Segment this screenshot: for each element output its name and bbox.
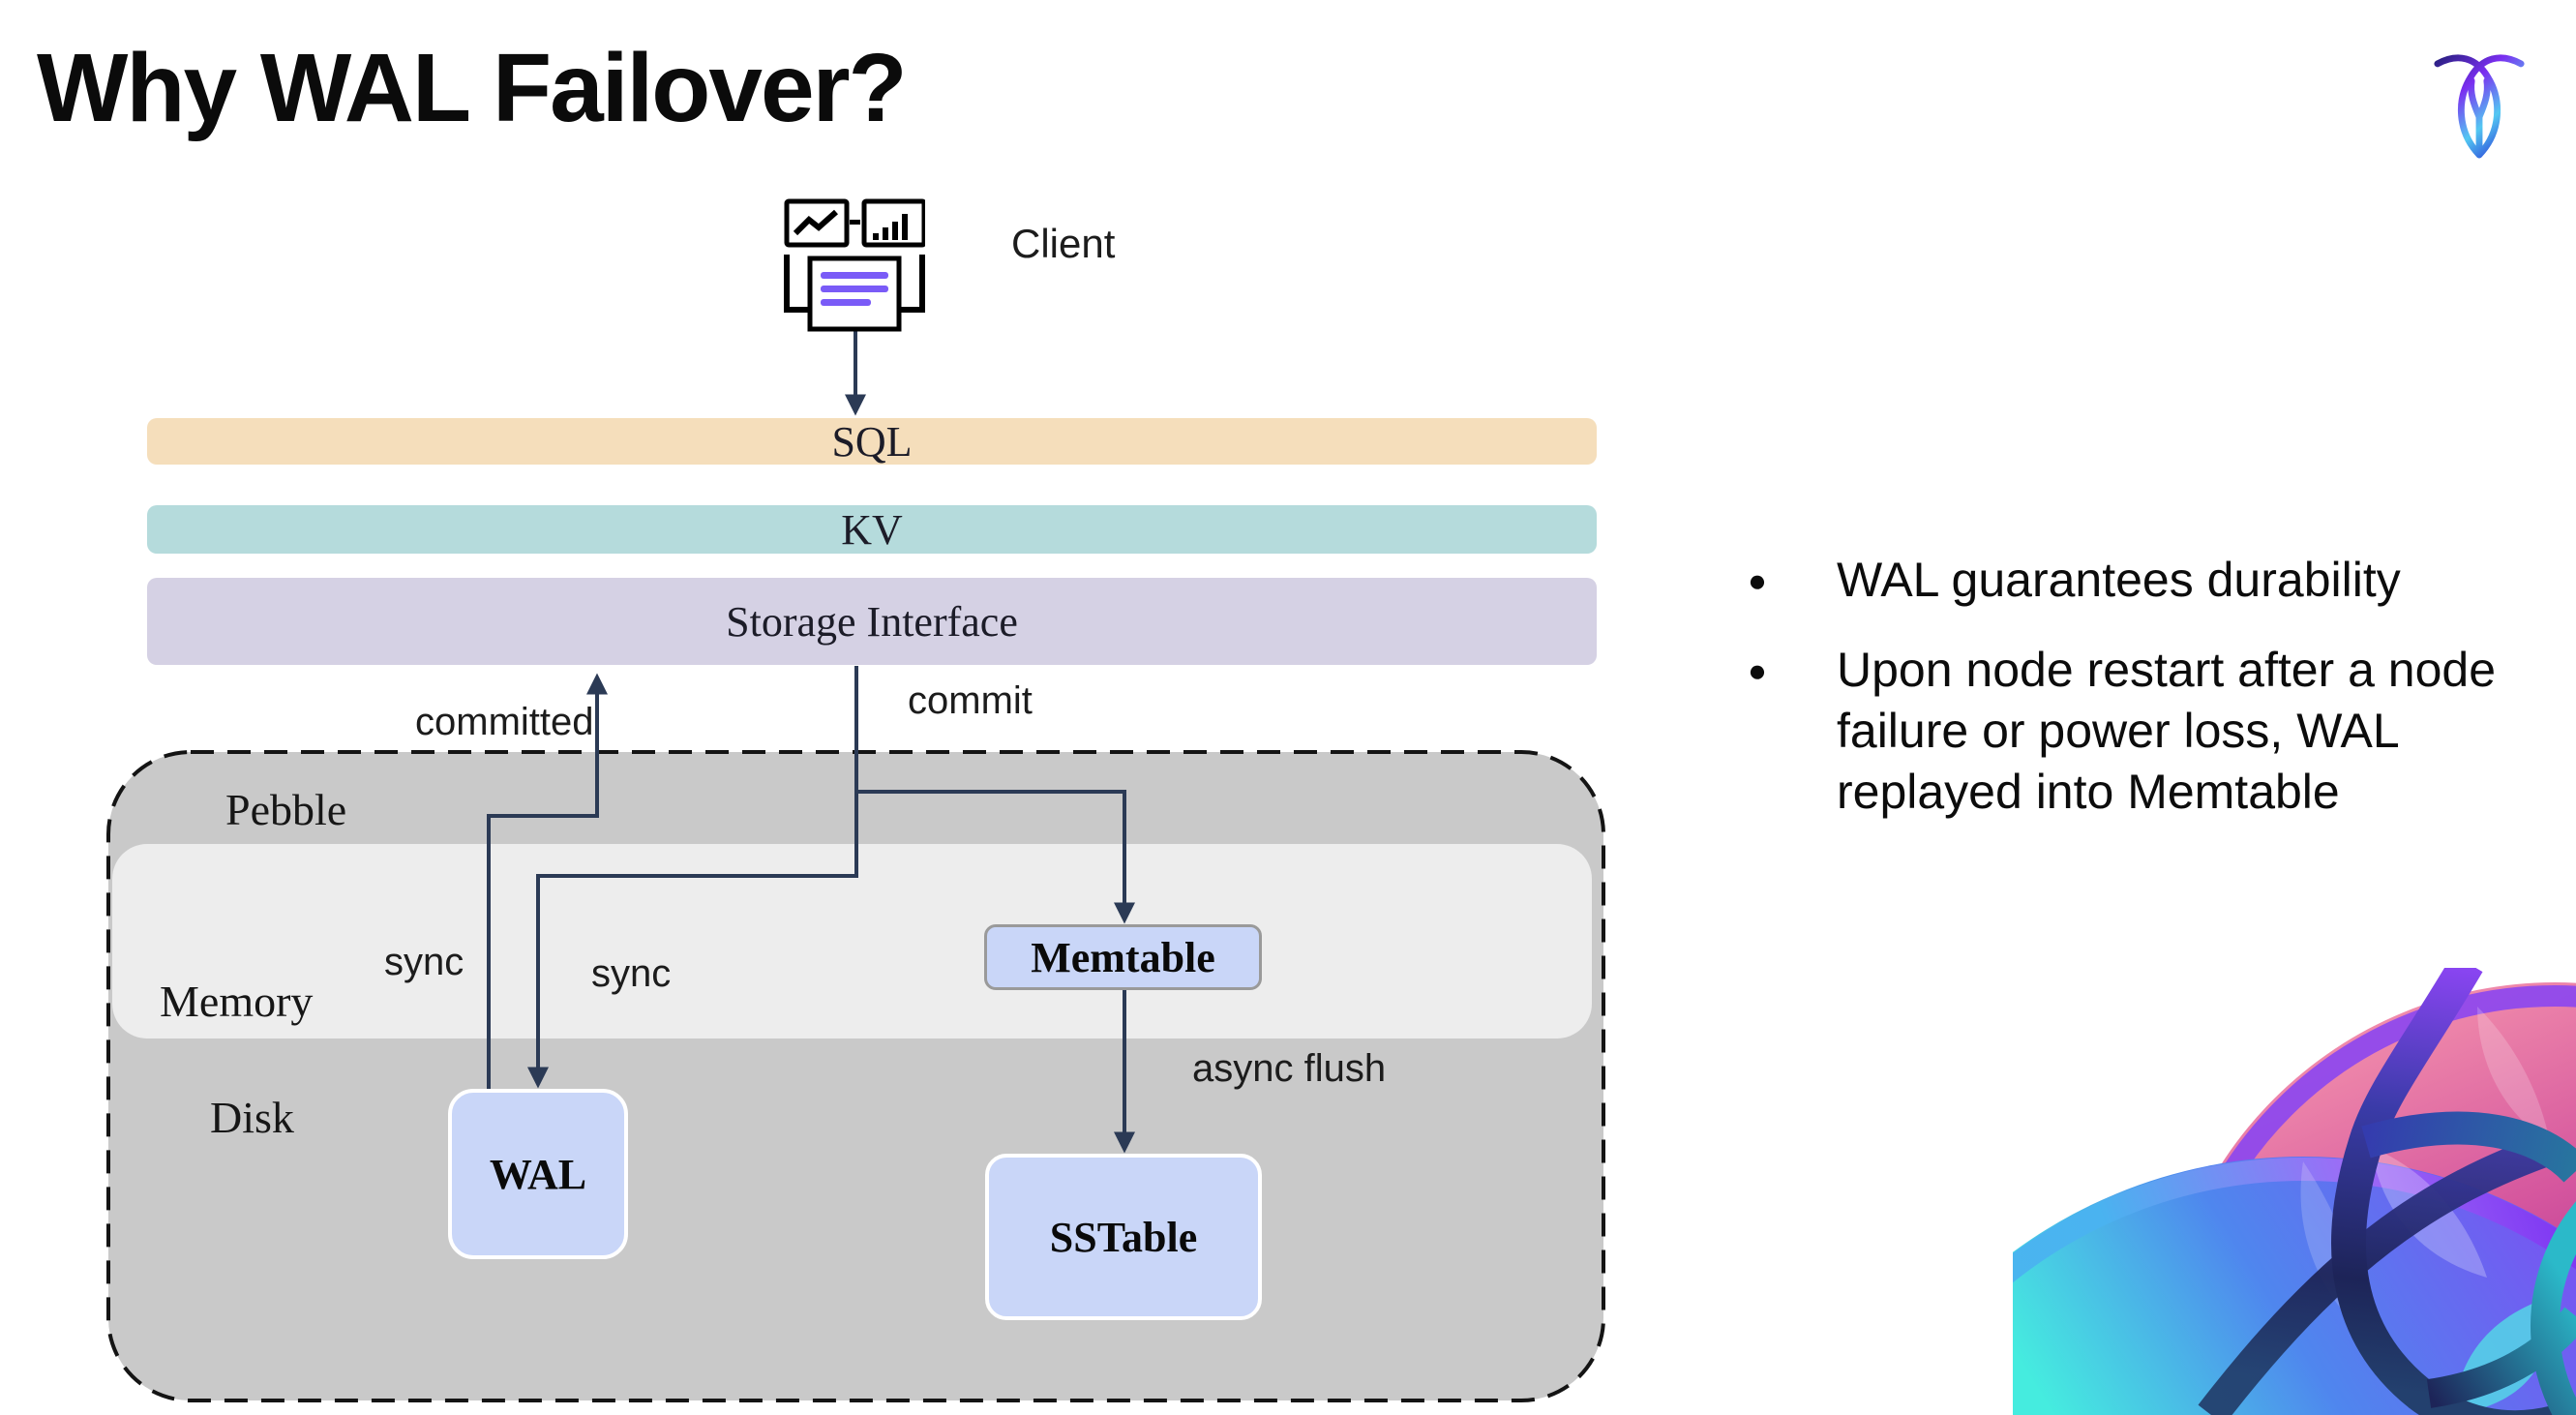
- list-item: ● Upon node restart after a node failure…: [1711, 640, 2562, 823]
- disk-label: Disk: [210, 1093, 294, 1142]
- committed-label: committed: [415, 701, 594, 743]
- dash-connector: [850, 220, 860, 225]
- commit-label: commit: [908, 679, 1033, 722]
- pebble-label: Pebble: [225, 785, 347, 834]
- bullet-text: WAL guarantees durability: [1837, 553, 2401, 607]
- client-label: Client: [1011, 221, 1116, 266]
- memory-label: Memory: [160, 977, 314, 1026]
- wal-node: WAL: [448, 1089, 628, 1259]
- memory-band: [112, 844, 1592, 1039]
- list-item: ● WAL guarantees durability: [1711, 550, 2562, 611]
- committed-arrow: [487, 673, 608, 1089]
- bullet-dot: ●: [1748, 562, 1767, 598]
- bracket-left: [784, 255, 810, 313]
- commit-to-wal-arrow: [527, 666, 858, 1089]
- commit-to-memtable-arrow: [856, 790, 1135, 924]
- layer-bar-kv: KV: [147, 505, 1597, 554]
- client-workstation-icon: [784, 198, 925, 344]
- async-flush-label: async flush: [1192, 1047, 1387, 1090]
- cockroachdb-logo-icon: [2432, 48, 2527, 163]
- page-title: Why WAL Failover?: [37, 34, 908, 142]
- layer-bar-storage-interface: Storage Interface: [147, 578, 1597, 665]
- memtable-node: Memtable: [984, 924, 1262, 990]
- bracket-right: [899, 255, 925, 313]
- layer-bar-sql: SQL: [147, 418, 1597, 466]
- sstable-node: SSTable: [985, 1154, 1262, 1320]
- document-icon: [807, 256, 902, 332]
- sync-right-label: sync: [591, 952, 672, 995]
- bullet-dot: ●: [1748, 652, 1767, 688]
- bullet-text: Upon node restart after a node failure o…: [1837, 643, 2497, 819]
- bullet-list: ● WAL guarantees durability ● Upon node …: [1711, 550, 2562, 823]
- sync-left-label: sync: [384, 941, 464, 983]
- brand-artwork: [2013, 968, 2576, 1415]
